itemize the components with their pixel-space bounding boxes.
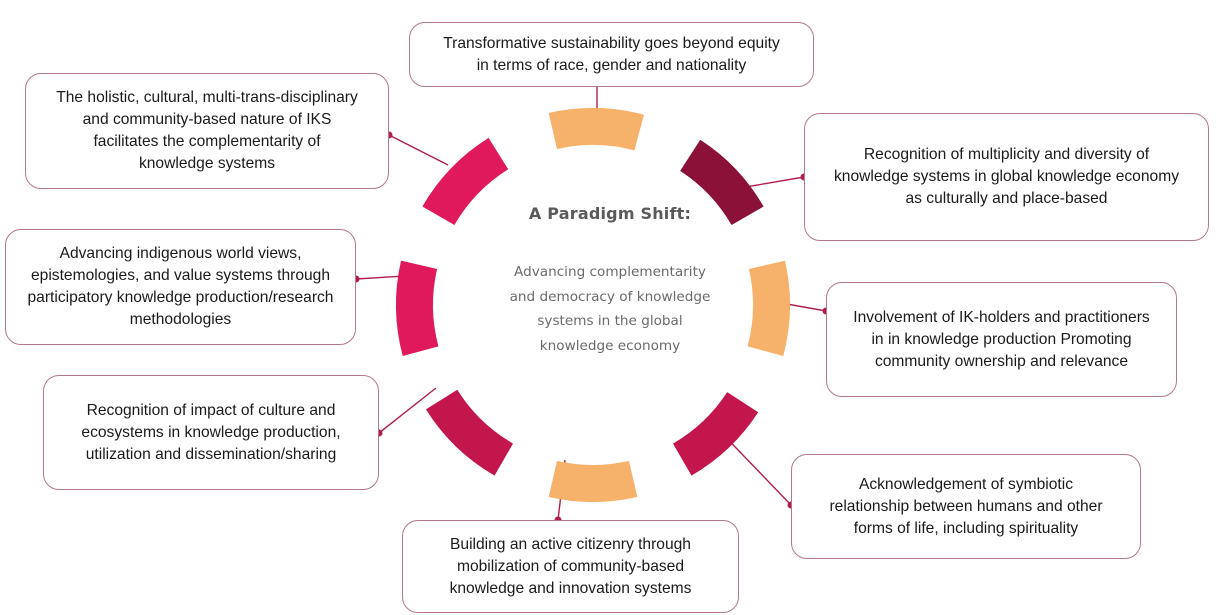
ring-segment-bottom (548, 460, 638, 502)
ring-segment-bottom-right (673, 392, 759, 476)
ring-segment-bottom-left (425, 389, 513, 476)
box-right: Involvement of IK-holders and practition… (826, 282, 1177, 397)
connector-line-top-right (739, 176, 805, 189)
box-bottom-left: Recognition of impact of culture and eco… (43, 375, 379, 490)
center-subtitle: Advancing complementarity and democracy … (509, 264, 711, 354)
box-top: Transformative sustainability goes beyon… (409, 22, 814, 87)
ring-segment-top (548, 107, 644, 151)
center-title: A Paradigm Shift: (528, 204, 692, 223)
ring-segment-top-left (422, 137, 509, 225)
ring-segments (396, 107, 790, 502)
box-bottom-right: Acknowledgement of symbiotic relationshi… (791, 454, 1141, 559)
connector-line-left (355, 275, 406, 280)
box-left: Advancing indigenous world views, episte… (5, 229, 356, 345)
box-bottom: Building an active citizenry through mob… (402, 520, 739, 613)
ring-segment-left (396, 260, 439, 356)
ring-segment-top-right (680, 139, 764, 225)
ring-segment-right (747, 260, 790, 356)
connector-line-bottom-left (378, 387, 437, 434)
connector-line-top-left (388, 134, 449, 166)
box-top-right: Recognition of multiplicity and diversit… (804, 113, 1209, 241)
box-top-left: The holistic, cultural, multi-trans-disc… (25, 73, 389, 189)
